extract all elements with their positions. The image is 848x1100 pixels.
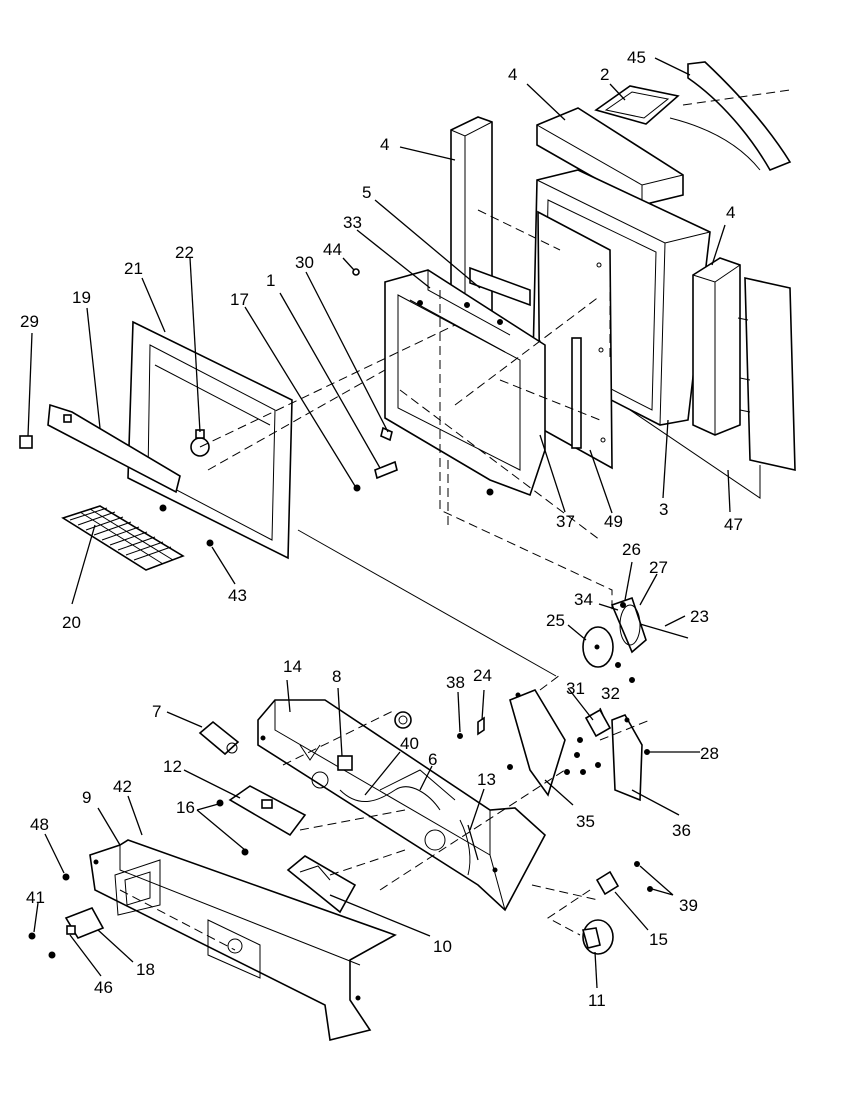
callout-8: 8 <box>332 667 341 686</box>
part-35-bracket <box>509 689 566 797</box>
callout-7: 7 <box>152 702 161 721</box>
callout-20: 20 <box>62 613 81 632</box>
part-7-capacitor <box>198 720 240 756</box>
part-44-screw <box>352 268 360 276</box>
callout-39: 39 <box>679 896 698 915</box>
callout-12: 12 <box>163 757 182 776</box>
part-33-frame <box>384 269 546 497</box>
leader-lines <box>27 57 731 989</box>
callout-17: 17 <box>230 290 249 309</box>
part-29-button <box>19 435 33 449</box>
part-14-control-housing <box>257 699 547 912</box>
callout-26: 26 <box>622 540 641 559</box>
callout-5: 5 <box>362 183 371 202</box>
part-15-clip <box>595 870 620 896</box>
callout-14: 14 <box>283 657 302 676</box>
callout-21: 21 <box>124 259 143 278</box>
callout-25: 25 <box>546 611 565 630</box>
part-45-top-trim <box>669 61 792 172</box>
part-1-retainer <box>374 460 398 480</box>
callout-47: 47 <box>724 515 743 534</box>
part-34-fan-shroud <box>610 596 647 683</box>
callout-labels: 45 2 4 4 4 5 33 44 30 22 21 1 17 19 29 3… <box>20 48 743 1010</box>
assembly-lines <box>119 89 791 951</box>
part-31-motor <box>584 708 612 738</box>
callout-24: 24 <box>473 666 492 685</box>
callout-4-right: 4 <box>726 203 735 222</box>
callout-4-top: 4 <box>508 65 517 84</box>
part-23-shaft <box>639 623 689 639</box>
part-30-clip <box>380 426 393 442</box>
callout-13: 13 <box>477 770 496 789</box>
callout-15: 15 <box>649 930 668 949</box>
callout-16: 16 <box>176 798 195 817</box>
callout-11: 11 <box>588 991 606 1010</box>
callout-32: 32 <box>601 684 620 703</box>
part-4-right-insulation <box>692 257 741 436</box>
callout-10: 10 <box>433 937 452 956</box>
callout-1: 1 <box>266 271 275 290</box>
callout-22: 22 <box>175 243 194 262</box>
callout-43: 43 <box>228 586 247 605</box>
part-36-bracket <box>611 714 643 802</box>
callout-42: 42 <box>113 777 132 796</box>
callout-46: 46 <box>94 978 113 997</box>
callout-27: 27 <box>649 558 668 577</box>
part-20-grille <box>61 505 185 571</box>
part-11-knob <box>581 919 614 955</box>
part-25-fan-blade <box>582 626 621 668</box>
callout-44: 44 <box>323 240 342 259</box>
callout-48: 48 <box>30 815 49 834</box>
part-18-switch <box>64 907 105 939</box>
part-49-mounting-plate <box>537 210 613 470</box>
callout-35: 35 <box>576 812 595 831</box>
part-4-top-insulation <box>536 107 684 206</box>
callout-45: 45 <box>627 48 646 67</box>
callout-23: 23 <box>690 607 709 626</box>
callout-34: 34 <box>574 590 593 609</box>
callout-36: 36 <box>672 821 691 840</box>
callout-2: 2 <box>600 65 609 84</box>
part-19-trim-strip <box>47 403 181 494</box>
part-8-switch <box>337 755 353 771</box>
part-47-side-panel <box>629 276 796 499</box>
callout-4-left: 4 <box>380 135 389 154</box>
callout-31: 31 <box>566 679 585 698</box>
part-2-filter-pad <box>594 85 680 125</box>
part-40-wiring-harness <box>339 769 471 876</box>
callout-40: 40 <box>400 734 419 753</box>
part-9-control-panel <box>89 839 397 1041</box>
part-21-door-frame <box>127 320 293 560</box>
callout-28: 28 <box>700 744 719 763</box>
callout-30: 30 <box>295 253 314 272</box>
callout-6: 6 <box>428 750 437 769</box>
part-5-bracket <box>469 266 531 307</box>
callout-38: 38 <box>446 673 465 692</box>
callout-37: 37 <box>556 512 575 531</box>
callout-41: 41 <box>26 888 45 907</box>
callout-18: 18 <box>136 960 155 979</box>
part-43-screw <box>206 539 214 547</box>
part-12-relay <box>228 785 307 837</box>
part-17-screw <box>353 484 361 492</box>
callout-9: 9 <box>82 788 91 807</box>
callout-3: 3 <box>659 500 668 519</box>
callout-33: 33 <box>343 213 362 232</box>
callout-19: 19 <box>72 288 91 307</box>
callout-49: 49 <box>604 512 623 531</box>
callout-29: 29 <box>20 312 39 331</box>
